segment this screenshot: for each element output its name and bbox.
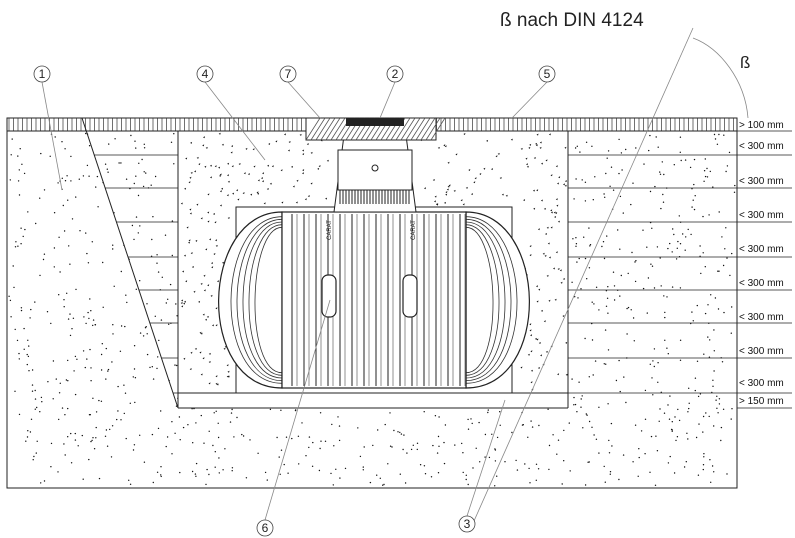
callout-circle [256, 519, 274, 537]
dimension-label: < 300 mm [739, 210, 784, 221]
callout-leader [511, 81, 548, 119]
dimension-label: < 300 mm [739, 141, 784, 152]
callout-circle [196, 65, 214, 83]
callout-leader [41, 81, 63, 191]
shaft-ribs [339, 190, 410, 204]
tank-opening-right [402, 274, 418, 318]
dimension-lines [736, 118, 792, 409]
callout-number: 1 [39, 67, 46, 81]
tank: CARAT CARAT [218, 206, 530, 394]
dimension-label: < 300 mm [739, 278, 784, 289]
callout-leader [287, 81, 321, 119]
slope-angle [469, 27, 749, 531]
callout-leader [204, 81, 266, 161]
callout-circle [33, 65, 51, 83]
callouts: 1 2 3 4 5 6 7 [33, 65, 556, 537]
dimension-label: > 150 mm [739, 396, 784, 407]
compaction-layers [94, 154, 737, 394]
callout-circle [458, 515, 476, 533]
callout-number: 2 [392, 67, 399, 81]
callout-number: 7 [285, 67, 292, 81]
angle-symbol: ß [740, 53, 750, 72]
backfill-gravel [180, 132, 568, 391]
callout-number: 5 [544, 67, 551, 81]
callout-number: 6 [262, 521, 269, 535]
manhole-cover [346, 118, 404, 126]
dimension-label: < 300 mm [739, 176, 784, 187]
callout-number: 4 [202, 67, 209, 81]
dimension-labels: > 100 mm < 300 mm < 300 mm < 300 mm < 300 mm… [739, 120, 784, 407]
tank-ribs [291, 214, 466, 386]
callout-circle [386, 65, 404, 83]
dimension-label: < 300 mm [739, 378, 784, 389]
tank-brand-right: CARAT [411, 220, 417, 240]
dimension-label: < 300 mm [739, 346, 784, 357]
callout-leader [466, 399, 506, 517]
callout-circle [279, 65, 297, 83]
access-shaft [305, 117, 446, 213]
din-label: ß nach DIN 4124 [500, 10, 644, 31]
callout-leader [264, 299, 331, 521]
tank-end-rings [230, 216, 518, 384]
callout-leader [379, 81, 396, 119]
callout-number: 3 [464, 517, 471, 531]
dimension-label: > 100 mm [739, 120, 784, 131]
tank-brand-left: CARAT [327, 220, 333, 240]
tank-opening-left [321, 274, 337, 318]
dimension-label: < 300 mm [739, 312, 784, 323]
callout-circle [538, 65, 556, 83]
dimension-label: < 300 mm [739, 244, 784, 255]
